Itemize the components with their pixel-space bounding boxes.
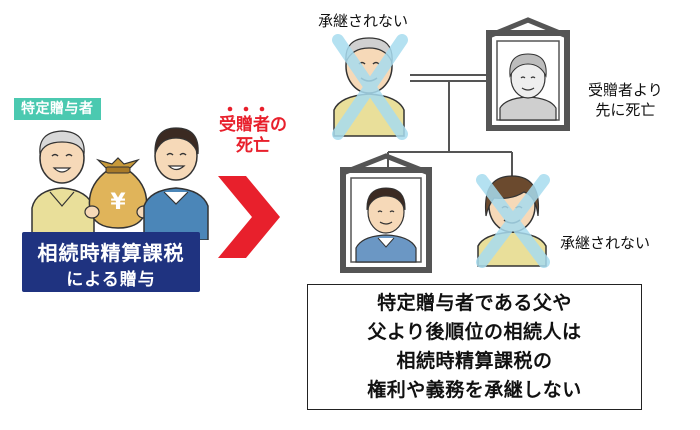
emphasis-dots [227,106,265,112]
elderly-donor-figure [31,130,95,240]
event-label-line1: 受贈者の [219,115,287,135]
chevron-right-icon [218,176,280,258]
tax-system-box: 相続時精算課税 による贈与 [22,232,200,292]
father-label: 承継されない [318,12,409,30]
summary-line-3: 相続時精算課税の [396,350,553,372]
summary-line-1: 特定贈与者である父や [377,292,572,314]
tax-box-line1: 相続時精算課税 [37,241,185,265]
summary-box: 特定贈与者である父や 父より後順位の相続人は 相続時精算課税の 権利や義務を承継… [307,284,642,410]
cross-mark-icon [332,34,408,140]
cross-mark-icon [476,174,550,268]
event-label: 受贈者の 死亡 [208,115,298,157]
gift-illustration: ¥ [31,127,209,240]
mother-label-line2: 先に死亡 [595,101,656,119]
yen-symbol: ¥ [110,190,126,215]
mother-label-line1: 受贈者より [588,81,663,99]
summary-line-2: 父より後順位の相続人は [367,321,582,343]
recipient-portrait-frame [340,153,432,273]
donor-badge: 特定贈与者 [14,98,101,120]
tax-box-line2: による贈与 [66,270,156,290]
summary-line-4: 権利や義務を承継しない [367,379,582,401]
wife-label: 承継されない [560,234,651,252]
event-label-line2: 死亡 [236,136,270,156]
recipient-figure [143,127,209,240]
mother-portrait-frame [486,17,570,131]
family-tree [332,17,570,273]
mother-label: 受贈者より 先に死亡 [588,80,663,120]
money-bag-icon: ¥ [88,157,148,229]
